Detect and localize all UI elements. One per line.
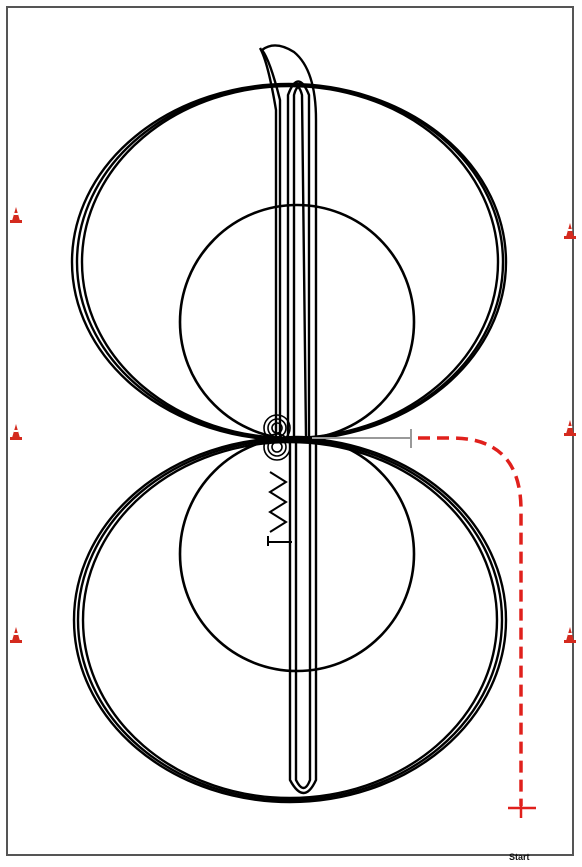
traffic-cone-icon <box>10 207 22 223</box>
traffic-cone-icon <box>10 424 22 440</box>
slalom-zigzag <box>268 471 288 533</box>
start-path <box>418 436 523 806</box>
traffic-cone-icon <box>564 223 576 239</box>
start-label: Start <box>509 852 530 862</box>
traffic-cone-icon <box>10 627 22 643</box>
center-straight-passes <box>258 44 318 795</box>
slalom-base <box>267 536 292 546</box>
center-spiral <box>263 414 291 461</box>
traffic-cone-icon <box>564 420 576 436</box>
entry-connector <box>312 429 412 448</box>
upper-small-circle <box>178 203 416 441</box>
traffic-cone-icon <box>564 627 576 643</box>
start-marker <box>508 806 536 818</box>
